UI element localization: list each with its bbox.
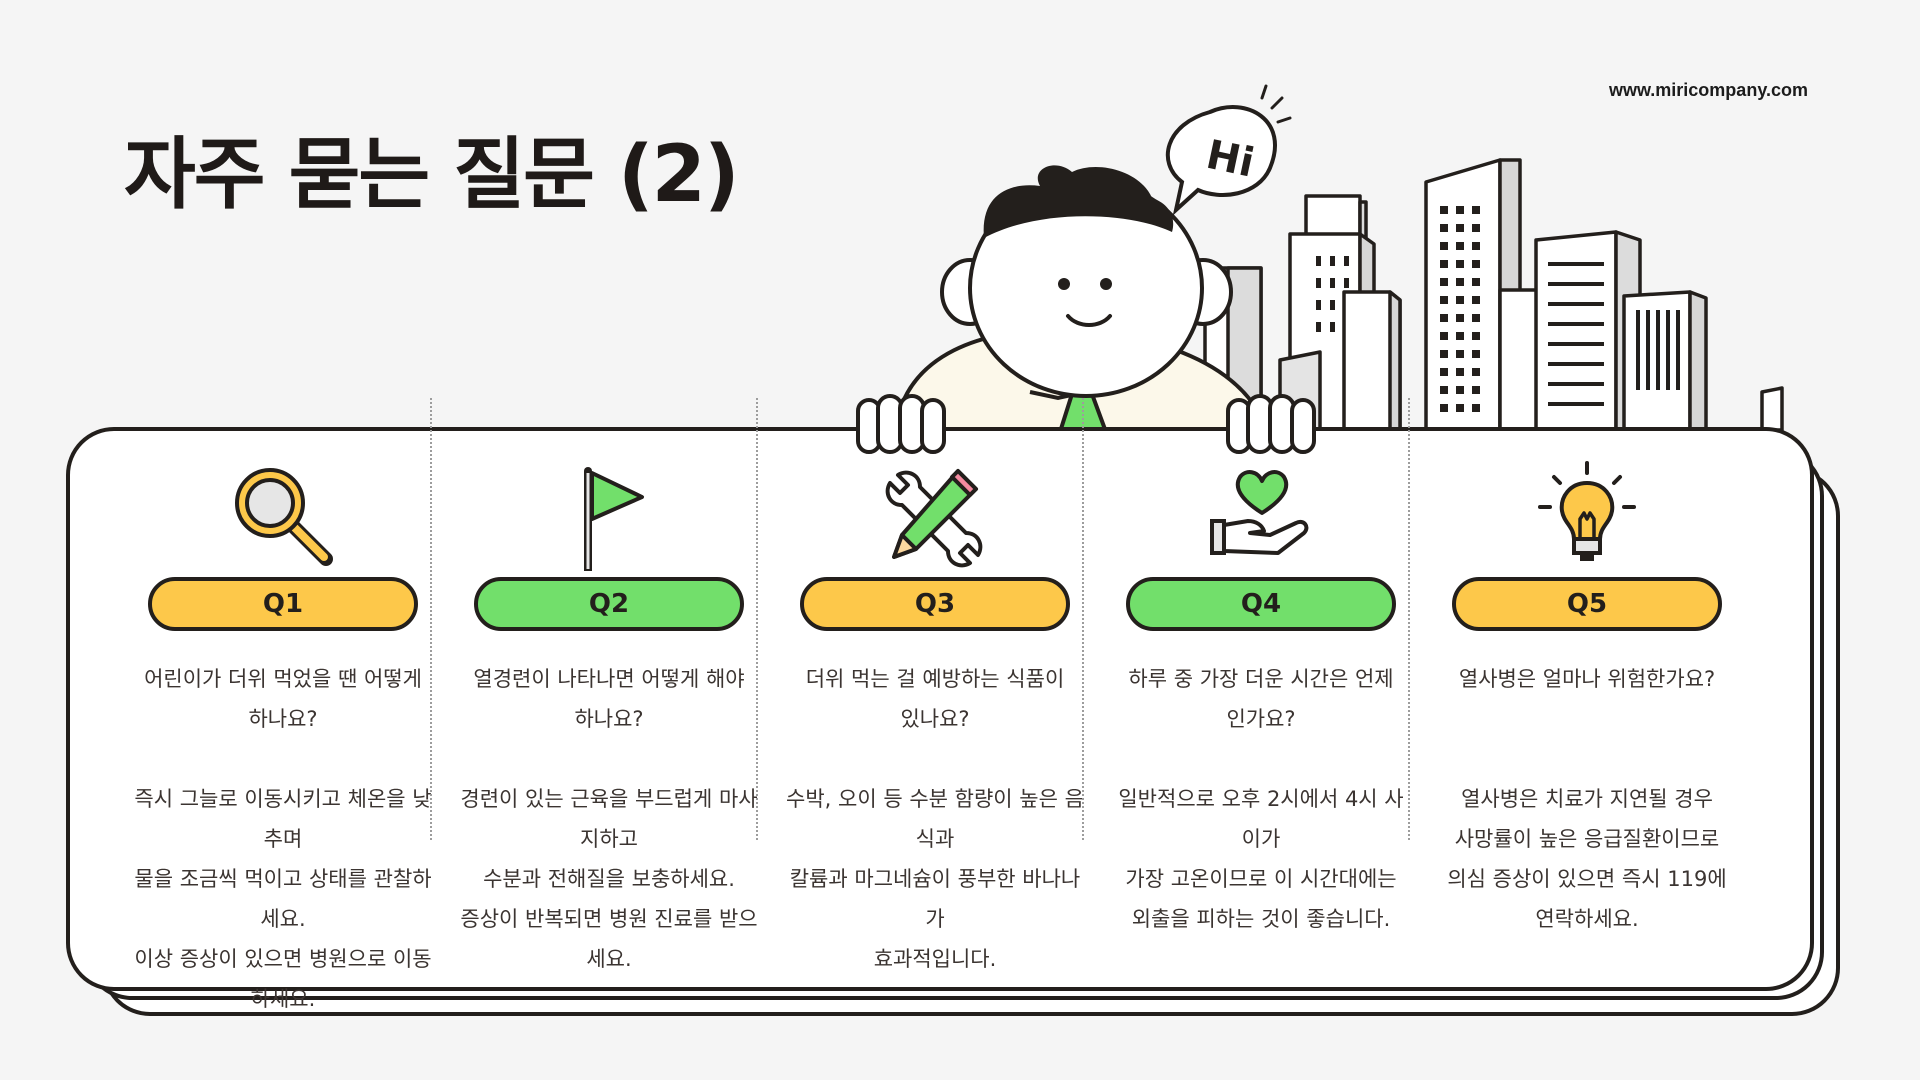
- answer-text: 열사병은 치료가 지연될 경우 사망률이 높은 응급질환이므로 의심 증상이 있…: [1447, 787, 1727, 931]
- faq-item-4: Q4 하루 중 가장 더운 시간은 언제인가요? 일반적으로 오후 2시에서 4…: [1098, 431, 1424, 987]
- question-text: 더위 먹는 걸 예방하는 식품이 있나요?: [805, 667, 1065, 731]
- wrench-pencil-icon: [885, 469, 983, 568]
- faq-item-2: Q2 열경련이 나타나면 어떻게 해야 하나요? 경련이 있는 근육을 부드럽게…: [446, 431, 772, 987]
- column-divider: [1408, 398, 1410, 840]
- question-badge: Q4: [1126, 577, 1396, 631]
- lightbulb-icon: [1538, 461, 1636, 561]
- question-text: 열경련이 나타나면 어떻게 해야 하나요?: [473, 667, 745, 731]
- question-badge: Q3: [800, 577, 1070, 631]
- flag-icon: [584, 467, 644, 571]
- page-title: 자주 묻는 질문 (2): [124, 130, 740, 220]
- faq-item-3: Q3 더위 먹는 걸 예방하는 식품이 있나요? 수박, 오이 등 수분 함량이…: [772, 431, 1098, 987]
- heart-hand-icon: [1210, 470, 1309, 555]
- question-text: 열사병은 얼마나 위험한가요?: [1458, 667, 1716, 691]
- column-divider: [756, 398, 758, 840]
- question-text: 하루 중 가장 더운 시간은 언제인가요?: [1128, 667, 1394, 731]
- question-badge: Q2: [474, 577, 744, 631]
- magnifier-icon: [235, 468, 333, 566]
- speech-bubble-text: Hi: [1202, 132, 1258, 187]
- faq-item-5: Q5 열사병은 얼마나 위험한가요? 열사병은 치료가 지연될 경우 사망률이 …: [1424, 431, 1750, 987]
- question-text: 어린이가 더위 먹었을 땐 어떻게 하나요?: [144, 667, 422, 731]
- column-divider: [430, 398, 432, 840]
- answer-text: 즉시 그늘로 이동시키고 체온을 낮추며 물을 조금씩 먹이고 상태를 관찰하세…: [134, 787, 432, 1011]
- answer-text: 수박, 오이 등 수분 함량이 높은 음식과 칼륨과 마그네슘이 풍부한 바나나…: [786, 787, 1084, 971]
- question-badge: Q5: [1452, 577, 1722, 631]
- column-divider: [1082, 398, 1084, 840]
- faq-card: Q1 어린이가 더위 먹었을 땐 어떻게 하나요? 즉시 그늘로 이동시키고 체…: [66, 427, 1814, 1011]
- character-hair: [983, 165, 1174, 238]
- answer-text: 경련이 있는 근육을 부드럽게 마사지하고 수분과 전해질을 보충하세요. 증상…: [460, 787, 758, 971]
- answer-text: 일반적으로 오후 2시에서 4시 사이가 가장 고온이므로 이 시간대에는 외출…: [1118, 787, 1404, 931]
- website-url[interactable]: www.miricompany.com: [1608, 80, 1808, 100]
- faq-item-1: Q1 어린이가 더위 먹었을 땐 어떻게 하나요? 즉시 그늘로 이동시키고 체…: [120, 431, 446, 1011]
- question-badge: Q1: [148, 577, 418, 631]
- speech-bubble: [1165, 105, 1277, 216]
